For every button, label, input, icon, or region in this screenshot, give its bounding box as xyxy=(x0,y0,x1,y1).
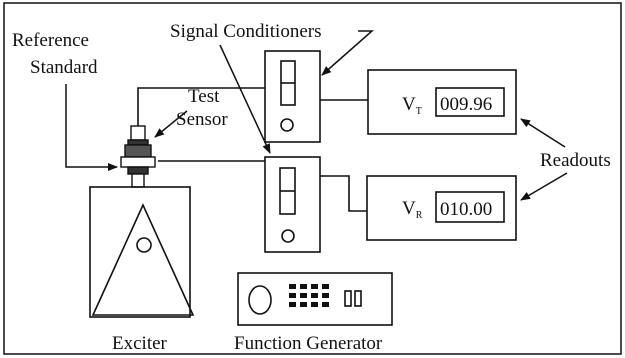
readout-test xyxy=(367,69,517,135)
signal-conditioner-2 xyxy=(264,156,321,253)
readout-test-value: 009.96 xyxy=(440,94,492,115)
arrow-conditioners-2 xyxy=(219,44,271,154)
readout-test-symbol: VT xyxy=(402,94,422,117)
sensor-stack xyxy=(120,125,156,188)
readout-reference-display xyxy=(435,191,505,223)
label-test-line2: Sensor xyxy=(176,109,228,130)
label-function-generator: Function Generator xyxy=(234,333,383,354)
label-test-line1: Test xyxy=(188,86,220,107)
signal-conditioner-1 xyxy=(264,50,321,143)
function-generator-keypad xyxy=(289,284,329,307)
label-exciter: Exciter xyxy=(112,333,168,354)
diagram-frame xyxy=(3,2,622,355)
arrow-readouts-up xyxy=(520,118,566,148)
pointer-arrows xyxy=(65,30,568,201)
arrow-test-sensor xyxy=(154,110,188,138)
label-reference-line2: Standard xyxy=(30,57,98,78)
readout-reference-value: 010.00 xyxy=(440,199,492,220)
readout-reference-symbol: VR xyxy=(402,198,423,221)
label-signal-conditioners: Signal Conditioners xyxy=(170,21,321,42)
arrow-reference xyxy=(65,84,118,171)
reference-standard xyxy=(120,156,156,168)
label-reference-line1: Reference xyxy=(12,30,89,51)
arrow-conditioners-1 xyxy=(321,30,374,76)
exciter xyxy=(89,186,195,318)
readout-reference xyxy=(366,175,517,241)
readout-test-display xyxy=(435,87,505,117)
arrow-readouts-down xyxy=(520,172,568,201)
signal-wires xyxy=(137,87,368,212)
test-sensor xyxy=(130,125,146,141)
label-readouts: Readouts xyxy=(540,150,611,171)
function-generator xyxy=(237,272,393,326)
